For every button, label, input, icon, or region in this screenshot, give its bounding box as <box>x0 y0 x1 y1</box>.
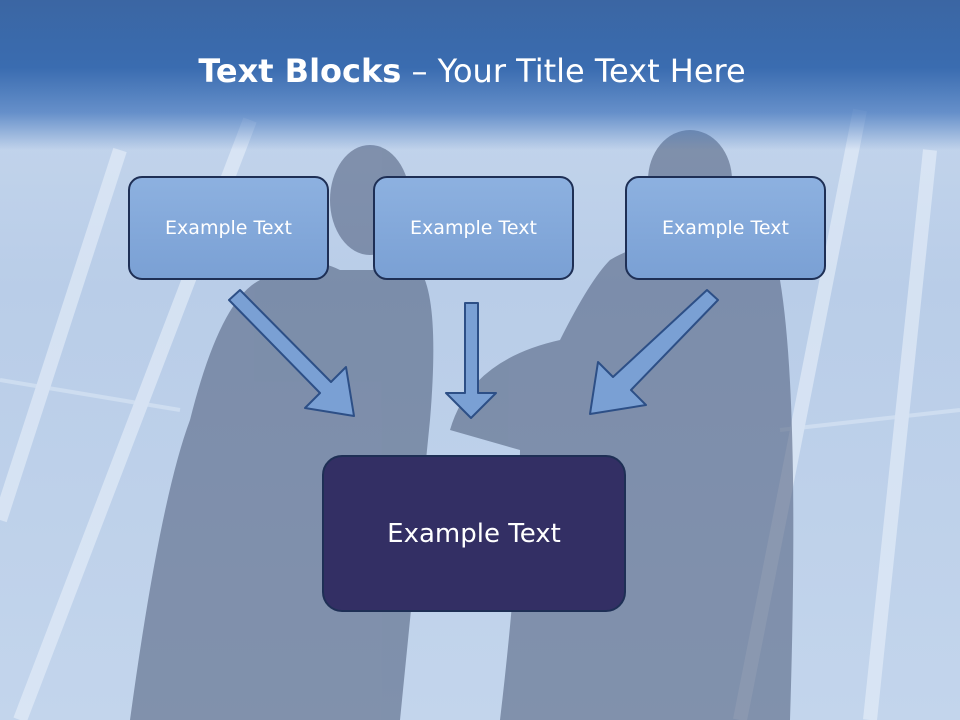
arrow-left <box>228 289 355 417</box>
arrow-right <box>589 289 719 415</box>
title-rest: – Your Title Text Here <box>401 52 746 90</box>
title-bar <box>0 0 960 150</box>
arrow-middle <box>445 302 497 419</box>
title-bold: Text Blocks <box>198 52 402 90</box>
text-block-1[interactable]: Example Text <box>128 176 329 280</box>
text-block-3[interactable]: Example Text <box>625 176 826 280</box>
center-text-block[interactable]: Example Text <box>322 455 626 612</box>
slide-title: Text Blocks – Your Title Text Here <box>0 52 944 90</box>
text-block-2[interactable]: Example Text <box>373 176 574 280</box>
